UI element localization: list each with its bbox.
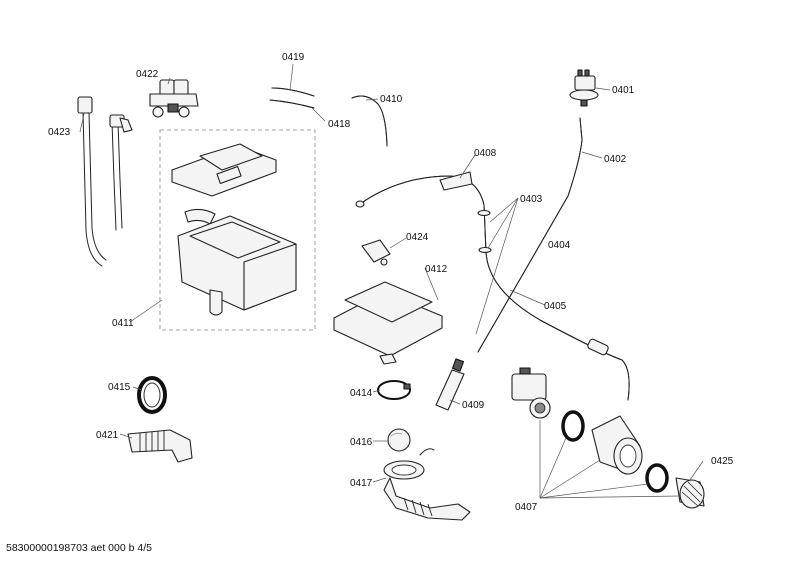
document-id: 58300000198703 aet 000 b 4/5 — [6, 542, 152, 554]
label-0424: 0424 — [406, 232, 429, 243]
part-0414-clamp[interactable] — [377, 380, 411, 400]
label-0423: 0423 — [48, 127, 71, 138]
part-0419-hose[interactable] — [271, 87, 315, 97]
label-0425: 0425 — [711, 456, 734, 467]
label-0411: 0411 — [112, 318, 134, 329]
label-0410: 0410 — [380, 94, 403, 105]
part-0423-inlet-hose[interactable] — [77, 96, 133, 267]
label-0407: 0407 — [515, 502, 538, 513]
part-0401-pressure-switch[interactable] — [569, 69, 599, 107]
label-0416: 0416 — [350, 437, 373, 448]
label-0405: 0405 — [544, 301, 567, 312]
label-0412: 0412 — [425, 264, 448, 275]
label-0403: 0403 — [520, 194, 543, 205]
part-0403-hose[interactable] — [477, 204, 492, 254]
part-0425-pump-filter[interactable] — [675, 477, 705, 509]
part-0412-drawer-housing[interactable] — [333, 281, 443, 365]
label-0402: 0402 — [604, 154, 627, 165]
part-0405-drain-hose[interactable] — [485, 251, 630, 401]
label-0417: 0417 — [350, 478, 373, 489]
part-0416-ball[interactable] — [387, 428, 411, 452]
part-0424-clip[interactable] — [361, 239, 391, 266]
part-0404-pressure-tube[interactable] — [477, 195, 569, 353]
label-0415: 0415 — [108, 382, 131, 393]
part-0411-detergent-drawer[interactable] — [171, 143, 297, 316]
label-0401: 0401 — [612, 85, 635, 96]
label-0404: 0404 — [548, 240, 571, 251]
label-0408: 0408 — [474, 148, 497, 159]
label-0414: 0414 — [350, 388, 373, 399]
part-0409-sensor[interactable] — [435, 358, 465, 411]
part-0410-hose[interactable] — [351, 95, 388, 147]
part-0415-seal-ring[interactable] — [137, 376, 167, 414]
part-0402-pressure-hose[interactable] — [567, 117, 583, 197]
part-0417-sump-hose[interactable] — [383, 448, 471, 521]
leader-lines — [79, 63, 704, 499]
part-0418-hose[interactable] — [269, 99, 315, 109]
label-0421: 0421 — [96, 430, 119, 441]
part-0421-bellows-hose[interactable] — [127, 429, 193, 463]
part-0408-vent-hose[interactable] — [355, 171, 485, 208]
label-0418: 0418 — [328, 119, 351, 130]
label-0409: 0409 — [462, 400, 485, 411]
part-0422-inlet-valve[interactable] — [149, 79, 199, 118]
label-0419: 0419 — [282, 52, 305, 63]
label-0422: 0422 — [136, 69, 159, 80]
part-0407-drain-pump[interactable] — [511, 367, 669, 493]
detergent-drawer-group-frame — [159, 129, 316, 331]
